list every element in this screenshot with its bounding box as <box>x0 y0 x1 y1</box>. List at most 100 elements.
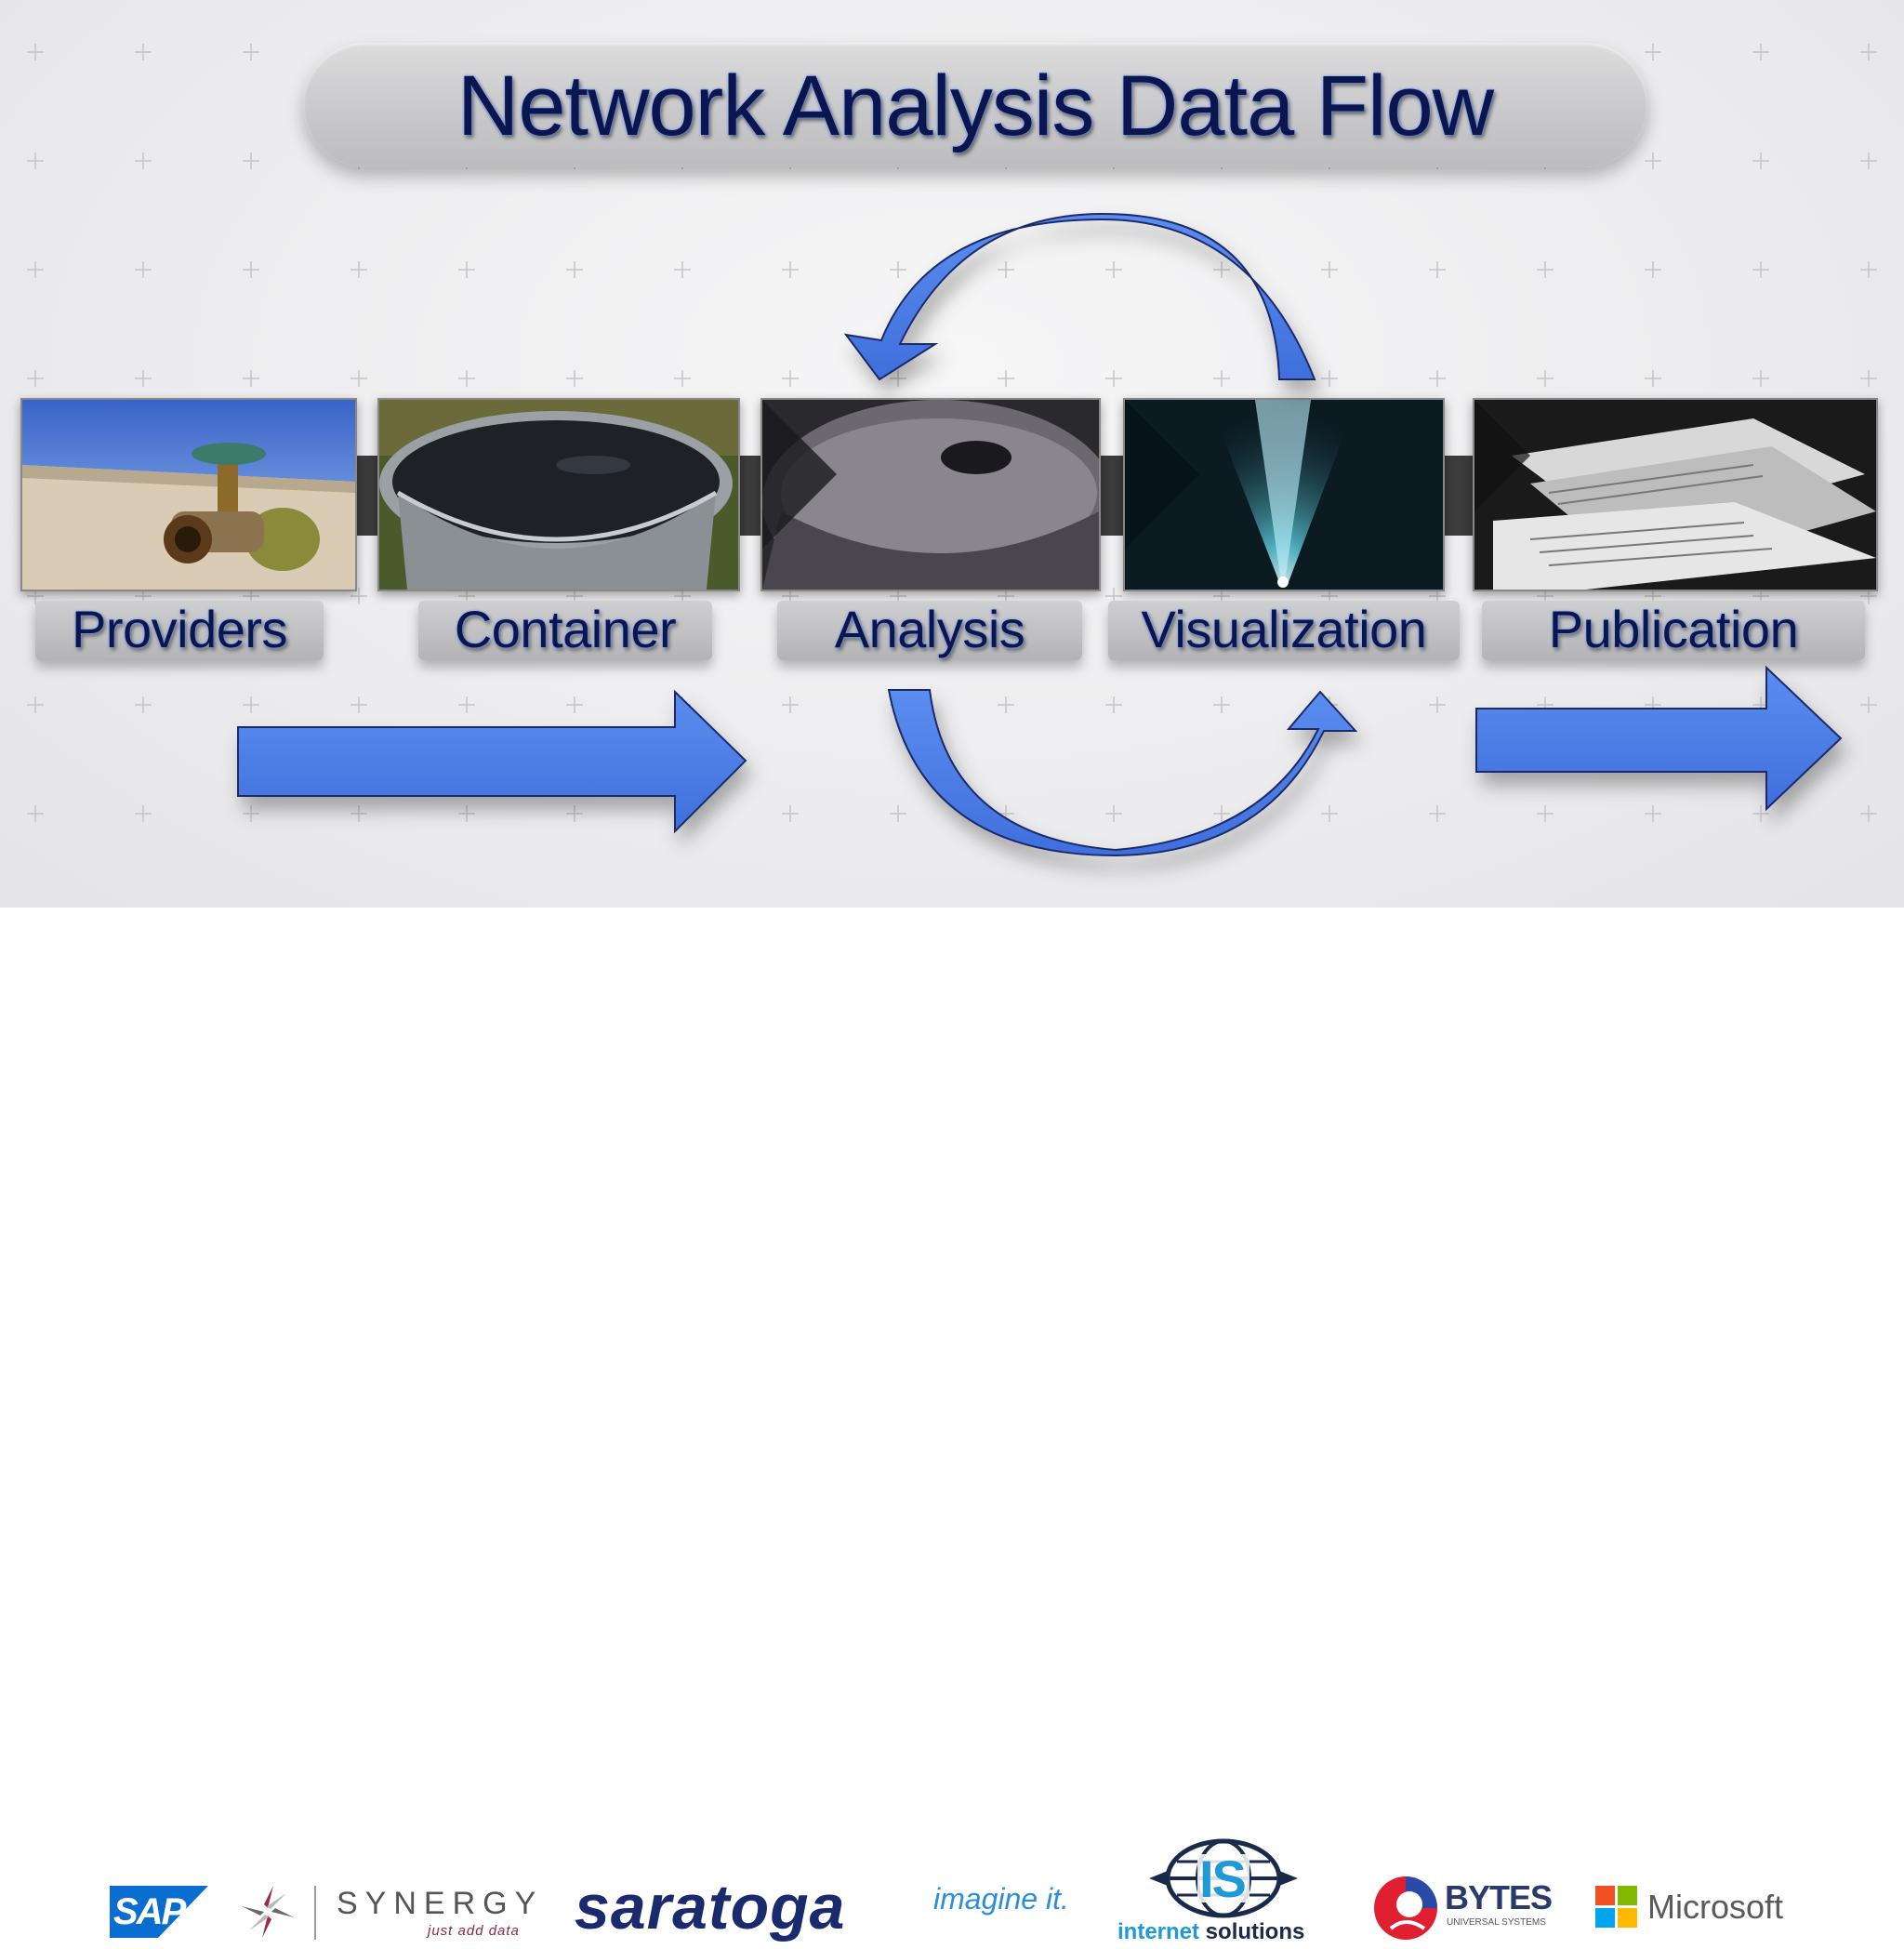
grid-cross <box>135 805 152 822</box>
grid-cross <box>1429 261 1446 278</box>
grid-cross <box>135 261 152 278</box>
grid-cross <box>458 370 475 387</box>
grid-cross <box>1860 261 1877 278</box>
internet-solutions-logo: IS internet solutions <box>1116 1837 1331 1949</box>
grid-cross <box>890 805 906 822</box>
grid-cross <box>243 44 259 60</box>
grid-cross <box>782 696 799 713</box>
grid-cross <box>1752 805 1769 822</box>
grid-cross <box>243 370 259 387</box>
slide-canvas: Network Analysis Data Flow <box>0 0 1904 908</box>
grid-cross <box>1645 261 1661 278</box>
grid-cross <box>27 261 44 278</box>
publication-image <box>1473 398 1878 591</box>
loop-arrow-bottom <box>887 689 1358 857</box>
grid-cross <box>1752 370 1769 387</box>
grid-cross <box>1429 370 1446 387</box>
bytes-subtext: UNIVERSAL SYSTEMS <box>1447 1917 1546 1928</box>
stage-label-publication: Publication <box>1548 600 1799 658</box>
bytes-logo: BYTES UNIVERSAL SYSTEMS <box>1372 1875 1558 1949</box>
flow-arrows <box>237 212 1843 857</box>
grid-cross <box>135 370 152 387</box>
grid-cross <box>135 44 152 60</box>
grid-cross <box>566 696 583 713</box>
grid-cross <box>1860 44 1877 60</box>
grid-cross <box>1645 44 1661 60</box>
title-pill <box>303 43 1647 167</box>
solutions-word: solutions <box>1199 1919 1305 1944</box>
grid-cross <box>1105 370 1122 387</box>
sponsor-logo-strip: SAP SYNERGY just add data saratoga imagi… <box>0 908 1904 1944</box>
visualization-image <box>1123 398 1445 591</box>
grid-cross <box>135 696 152 713</box>
grid-cross <box>1321 261 1338 278</box>
grid-cross <box>998 261 1014 278</box>
internet-solutions-wordmark: internet solutions <box>1117 1919 1304 1945</box>
grid-cross <box>27 696 44 713</box>
grid-cross <box>1645 370 1661 387</box>
stage-label-providers: Providers <box>71 600 288 658</box>
grid-cross <box>350 370 367 387</box>
container-image <box>377 398 740 591</box>
label-box <box>1108 601 1460 660</box>
grid-cross <box>27 152 44 169</box>
grid-cross <box>566 370 583 387</box>
grid-cross <box>1321 370 1338 387</box>
grid-cross <box>566 261 583 278</box>
grid-cross <box>890 370 906 387</box>
flow-arrow-right-1 <box>237 689 747 834</box>
bytes-circle-icon <box>1374 1876 1437 1940</box>
saratoga-logo: saratoga <box>575 1871 892 1945</box>
grid-cross <box>674 261 691 278</box>
grid-cross <box>782 370 799 387</box>
grid-cross <box>1105 805 1122 822</box>
bytes-text: BYTES <box>1445 1878 1553 1916</box>
synergy-logo: SYNERGY just add data <box>238 1882 536 1943</box>
grid-cross <box>1105 696 1122 713</box>
grid-cross <box>1860 370 1877 387</box>
grid-cross <box>566 805 583 822</box>
grid-cross <box>243 261 259 278</box>
grid-cross <box>243 805 259 822</box>
grid-cross <box>458 805 475 822</box>
sap-logo-text: SAP <box>113 1891 186 1932</box>
stage-label-analysis: Analysis <box>834 600 1025 658</box>
label-box <box>777 601 1082 660</box>
grid-cross <box>458 696 475 713</box>
grid-cross <box>674 370 691 387</box>
grid-cross <box>27 370 44 387</box>
grid-cross <box>27 44 44 60</box>
loop-arrow-top <box>843 212 1316 381</box>
grid-cross <box>782 805 799 822</box>
grid-cross <box>782 261 799 278</box>
grid-cross <box>998 696 1014 713</box>
grid-cross <box>350 261 367 278</box>
analysis-image <box>760 398 1101 591</box>
internet-word: internet <box>1117 1919 1200 1944</box>
label-box <box>1482 601 1865 660</box>
connector-bar <box>1441 456 1474 536</box>
stage-label-container: Container <box>454 600 677 658</box>
imagine-it-text: imagine it. <box>933 1882 1069 1916</box>
grid-cross <box>1213 261 1230 278</box>
grid-cross <box>350 696 367 713</box>
synergy-tagline: just add data <box>428 1923 520 1939</box>
grid-cross <box>1537 370 1554 387</box>
label-box <box>35 601 324 660</box>
stage-label-visualization: Visualization <box>1141 600 1427 658</box>
grid-cross <box>1429 805 1446 822</box>
imagine-it-logo: imagine it. <box>933 1882 1091 1919</box>
grid-cross <box>458 261 475 278</box>
grid-cross <box>1429 696 1446 713</box>
grid-cross <box>243 696 259 713</box>
microsoft-logo: Microsoft <box>1595 1886 1800 1930</box>
grid-cross <box>1860 805 1877 822</box>
providers-image <box>20 398 357 591</box>
grid-cross <box>890 261 906 278</box>
grid-cross <box>1537 805 1554 822</box>
grid-cross <box>1321 805 1338 822</box>
page-title: Network Analysis Data Flow <box>456 59 1494 153</box>
grid-cross <box>1860 152 1877 169</box>
grid-cross <box>27 805 44 822</box>
synergy-name: SYNERGY <box>337 1886 544 1921</box>
